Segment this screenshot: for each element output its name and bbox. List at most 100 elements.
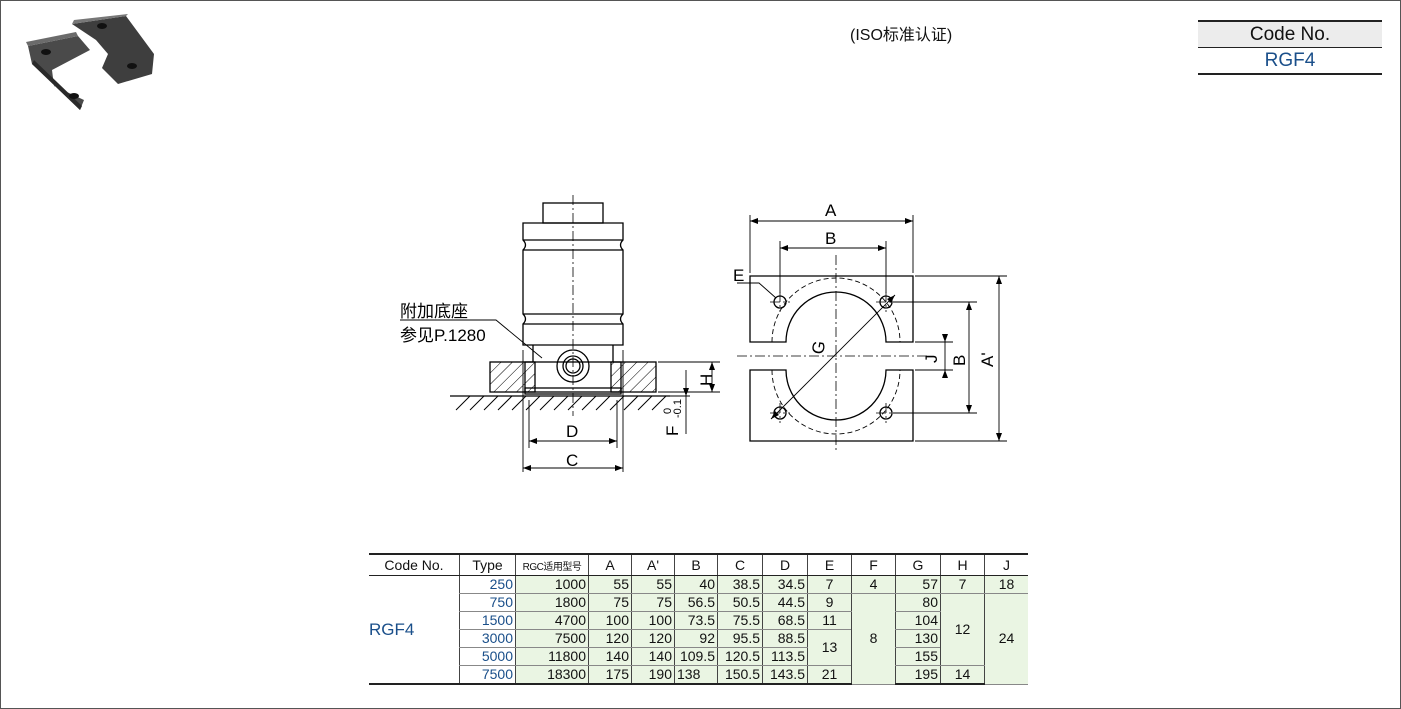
d-cell: 143.5 bbox=[762, 665, 808, 685]
dim-c-label: C bbox=[566, 451, 578, 470]
a2-cell: 55 bbox=[631, 575, 675, 594]
type-cell: 750 bbox=[459, 593, 516, 612]
j-cell: 18 bbox=[984, 575, 1028, 594]
table-row: 1500 4700 100 100 73.5 75.5 68.5 11 104 bbox=[369, 611, 1028, 630]
type-cell: 250 bbox=[459, 575, 516, 594]
a2-cell: 75 bbox=[631, 593, 675, 612]
dim-a2-label: A' bbox=[978, 352, 997, 367]
b-cell: 92 bbox=[674, 629, 718, 648]
side-view-drawing: 附加底座 参见P.1280 D C H F 0 -0.1 bbox=[400, 195, 720, 472]
h-cell: 7 bbox=[940, 575, 985, 594]
c-cell: 120.5 bbox=[717, 647, 763, 666]
a-cell: 140 bbox=[588, 647, 632, 666]
dim-b-label: B bbox=[825, 229, 836, 248]
e-cell: 7 bbox=[807, 575, 852, 594]
d-cell: 113.5 bbox=[762, 647, 808, 666]
col-j: J bbox=[984, 553, 1028, 576]
d-cell: 44.5 bbox=[762, 593, 808, 612]
col-c: C bbox=[717, 553, 763, 576]
type-cell: 1500 bbox=[459, 611, 516, 630]
a2-cell: 190 bbox=[631, 665, 675, 685]
g-cell: 130 bbox=[895, 629, 941, 648]
col-b: B bbox=[674, 553, 718, 576]
table-row: 750 1800 75 75 56.5 50.5 44.5 9 8 80 12 … bbox=[369, 593, 1028, 685]
table-row: 5000 11800 140 140 109.5 120.5 113.5 155 bbox=[369, 647, 1028, 666]
code-cell: RGF4 bbox=[369, 575, 460, 685]
callout-line-1: 附加底座 bbox=[400, 302, 468, 321]
dim-b2-label: B bbox=[950, 355, 969, 366]
rgc-cell: 1000 bbox=[515, 575, 589, 594]
col-d: D bbox=[762, 553, 808, 576]
rgc-cell: 11800 bbox=[515, 647, 589, 666]
col-rgc: RGC适用型号 bbox=[515, 553, 589, 576]
c-cell: 38.5 bbox=[717, 575, 763, 594]
type-cell: 5000 bbox=[459, 647, 516, 666]
rgc-cell: 4700 bbox=[515, 611, 589, 630]
table-header-row: Code No. Type RGC适用型号 A A' B C D E F G H… bbox=[369, 553, 1028, 576]
a-cell: 100 bbox=[588, 611, 632, 630]
dim-f-tol-upper: 0 bbox=[662, 408, 674, 414]
a2-cell: 120 bbox=[631, 629, 675, 648]
b-cell: 138 bbox=[674, 665, 718, 685]
type-cell: 7500 bbox=[459, 665, 516, 685]
c-cell: 50.5 bbox=[717, 593, 763, 612]
col-type: Type bbox=[459, 553, 516, 576]
b-cell: 73.5 bbox=[674, 611, 718, 630]
a-cell: 55 bbox=[588, 575, 632, 594]
g-cell: 57 bbox=[895, 575, 941, 594]
dim-j-label: J bbox=[922, 355, 941, 364]
code-number-label: Code No. bbox=[1198, 20, 1382, 48]
d-cell: 34.5 bbox=[762, 575, 808, 594]
b-cell: 40 bbox=[674, 575, 718, 594]
dim-a-label: A bbox=[825, 201, 837, 220]
b-cell: 56.5 bbox=[674, 593, 718, 612]
h-cell: 14 bbox=[940, 665, 985, 685]
c-cell: 75.5 bbox=[717, 611, 763, 630]
a2-cell: 140 bbox=[631, 647, 675, 666]
plan-view-drawing: A B E G J B A' bbox=[733, 201, 1007, 453]
col-a: A bbox=[588, 553, 632, 576]
d-cell: 88.5 bbox=[762, 629, 808, 648]
code-number-value: RGF4 bbox=[1198, 48, 1382, 75]
g-cell: 104 bbox=[895, 611, 941, 630]
code-number-box: Code No. RGF4 bbox=[1198, 20, 1382, 75]
dim-e-label: E bbox=[733, 266, 744, 285]
f-cell: 8 bbox=[851, 593, 896, 685]
rgc-cell: 18300 bbox=[515, 665, 589, 685]
a-cell: 75 bbox=[588, 593, 632, 612]
g-cell: 155 bbox=[895, 647, 941, 666]
iso-note: (ISO标准认证) bbox=[850, 27, 953, 44]
g-cell: 195 bbox=[895, 665, 941, 685]
type-cell: 3000 bbox=[459, 629, 516, 648]
e-cell: 11 bbox=[807, 611, 852, 630]
product-photo bbox=[26, 14, 154, 110]
e-cell: 21 bbox=[807, 665, 852, 685]
rgc-cell: 1800 bbox=[515, 593, 589, 612]
a2-cell: 100 bbox=[631, 611, 675, 630]
dim-g-label: G bbox=[808, 339, 829, 355]
c-cell: 150.5 bbox=[717, 665, 763, 685]
dim-d-label: D bbox=[566, 422, 578, 441]
callout-line-2: 参见P.1280 bbox=[400, 326, 486, 345]
table-row: 7500 18300 175 190 138 150.5 143.5 21 19… bbox=[369, 665, 1028, 685]
col-code: Code No. bbox=[369, 553, 460, 576]
j-cell: 24 bbox=[984, 593, 1028, 685]
col-a2: A' bbox=[631, 553, 675, 576]
col-e: E bbox=[807, 553, 852, 576]
dim-h-label: H bbox=[697, 374, 716, 386]
dim-f-tol-lower: -0.1 bbox=[672, 399, 684, 418]
a-cell: 175 bbox=[588, 665, 632, 685]
spec-table: Code No. Type RGC适用型号 A A' B C D E F G H… bbox=[369, 553, 1028, 685]
col-h: H bbox=[940, 553, 985, 576]
a-cell: 120 bbox=[588, 629, 632, 648]
dim-f-label: F bbox=[663, 426, 682, 436]
table-row: RGF4 250 1000 55 55 40 38.5 34.5 7 4 57 … bbox=[369, 575, 1028, 685]
d-cell: 68.5 bbox=[762, 611, 808, 630]
b-cell: 109.5 bbox=[674, 647, 718, 666]
h-cell: 12 bbox=[940, 593, 985, 666]
e-cell: 13 bbox=[807, 629, 852, 666]
col-g: G bbox=[895, 553, 941, 576]
c-cell: 95.5 bbox=[717, 629, 763, 648]
table-row: 3000 7500 120 120 92 95.5 88.5 13 130 bbox=[369, 629, 1028, 666]
e-cell: 9 bbox=[807, 593, 852, 612]
